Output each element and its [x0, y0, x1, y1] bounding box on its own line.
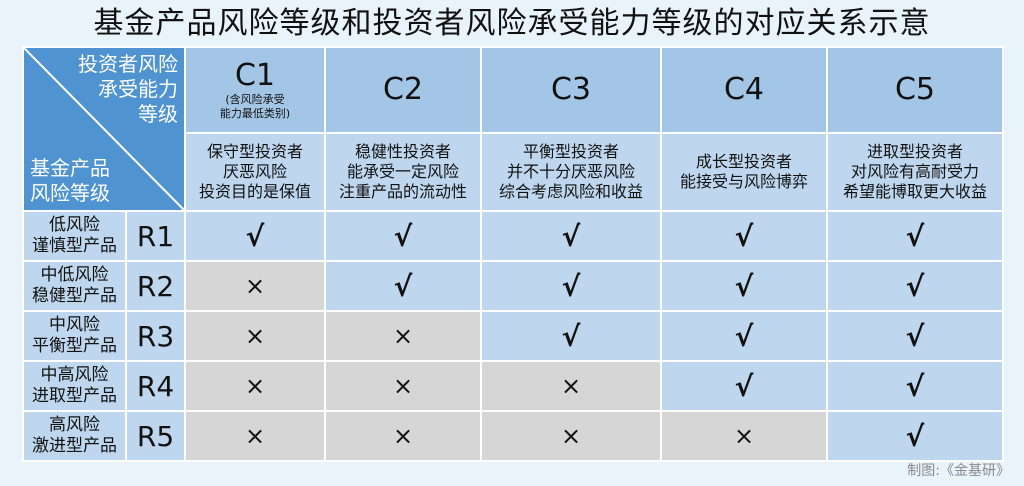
- mismatch-cell: ×: [324, 310, 482, 362]
- mismatch-cell: ×: [324, 360, 482, 412]
- column-header-c3: C3: [480, 46, 662, 134]
- mismatch-cell: ×: [184, 310, 326, 362]
- column-header-c1: C1 (含风险承受 能力最低类别): [184, 46, 326, 134]
- page-title: 基金产品风险等级和投资者风险承受能力等级的对应关系示意: [93, 6, 931, 41]
- mismatch-cell: ×: [324, 410, 482, 462]
- corner-header: 投资者风险 承受能力 等级 基金产品 风险等级: [22, 46, 186, 212]
- match-cell: √: [660, 310, 828, 362]
- corner-diagonal-line: [25, 49, 183, 209]
- header-codes-row: 投资者风险 承受能力 等级 基金产品 风险等级 C1 (含风险承受 能力最低类别…: [22, 46, 1004, 212]
- match-cell: √: [826, 410, 1004, 462]
- risk-matching-table: 投资者风险 承受能力 等级 基金产品 风险等级 C1 (含风险承受 能力最低类别…: [22, 46, 1004, 462]
- match-cell: √: [324, 210, 482, 262]
- match-cell: √: [660, 210, 828, 262]
- column-header-c5: C5: [826, 46, 1004, 134]
- column-code: C4: [723, 72, 765, 107]
- column-code: C1: [234, 58, 276, 93]
- source-credit: 制图:《金基研》: [907, 463, 1010, 479]
- investor-profile-c1: 保守型投资者 厌恶风险 投资目的是保值: [184, 132, 326, 212]
- mismatch-cell: ×: [184, 260, 326, 312]
- mismatch-cell: ×: [184, 410, 326, 462]
- match-cell: √: [184, 210, 326, 262]
- match-cell: √: [480, 260, 662, 312]
- column-code: C3: [550, 72, 592, 107]
- mismatch-cell: ×: [480, 360, 662, 412]
- column-note: 能力最低类别): [219, 107, 291, 120]
- row-product-name: 中高风险 进取型产品: [22, 360, 127, 412]
- table-row: 低风险 谨慎型产品 R1 √ √ √ √ √: [22, 210, 1004, 262]
- row-product-name: 高风险 激进型产品: [22, 410, 127, 462]
- row-risk-code: R2: [125, 260, 186, 312]
- column-code: C5: [894, 72, 936, 107]
- table-row: 中高风险 进取型产品 R4 × × × √ √: [22, 360, 1004, 412]
- match-cell: √: [660, 260, 828, 312]
- table-row: 中风险 平衡型产品 R3 × × √ √ √: [22, 310, 1004, 362]
- column-code: C2: [382, 72, 424, 107]
- investor-axis-label: 投资者风险 承受能力 等级: [78, 52, 178, 126]
- column-note: (含风险承受: [225, 93, 285, 106]
- match-cell: √: [826, 210, 1004, 262]
- row-risk-code: R1: [125, 210, 186, 262]
- match-cell: √: [826, 260, 1004, 312]
- column-header-c4: C4: [660, 46, 828, 134]
- row-product-name: 中低风险 稳健型产品: [22, 260, 127, 312]
- row-risk-code: R4: [125, 360, 186, 412]
- investor-profile-c5: 进取型投资者 对风险有高耐受力 希望能博取更大收益: [826, 132, 1004, 212]
- investor-profile-c3: 平衡型投资者 并不十分厌恶风险 综合考虑风险和收益: [480, 132, 662, 212]
- match-cell: √: [480, 210, 662, 262]
- row-risk-code: R5: [125, 410, 186, 462]
- mismatch-cell: ×: [184, 360, 326, 412]
- match-cell: √: [826, 360, 1004, 412]
- table-row: 中低风险 稳健型产品 R2 × √ √ √ √: [22, 260, 1004, 312]
- investor-profile-c4: 成长型投资者 能接受与风险博弈: [660, 132, 828, 212]
- match-cell: √: [324, 260, 482, 312]
- product-axis-label: 基金产品 风险等级: [30, 156, 110, 205]
- row-product-name: 低风险 谨慎型产品: [22, 210, 127, 262]
- match-cell: √: [660, 360, 828, 412]
- mismatch-cell: ×: [480, 410, 662, 462]
- column-header-c2: C2: [324, 46, 482, 134]
- row-risk-code: R3: [125, 310, 186, 362]
- row-product-name: 中风险 平衡型产品: [22, 310, 127, 362]
- match-cell: √: [826, 310, 1004, 362]
- mismatch-cell: ×: [660, 410, 828, 462]
- table-row: 高风险 激进型产品 R5 × × × × √: [22, 410, 1004, 462]
- investor-profile-c2: 稳健性投资者 能承受一定风险 注重产品的流动性: [324, 132, 482, 212]
- header-profiles-row: 保守型投资者 厌恶风险 投资目的是保值 稳健性投资者 能承受一定风险 注重产品的…: [23, 132, 1004, 212]
- match-cell: √: [480, 310, 662, 362]
